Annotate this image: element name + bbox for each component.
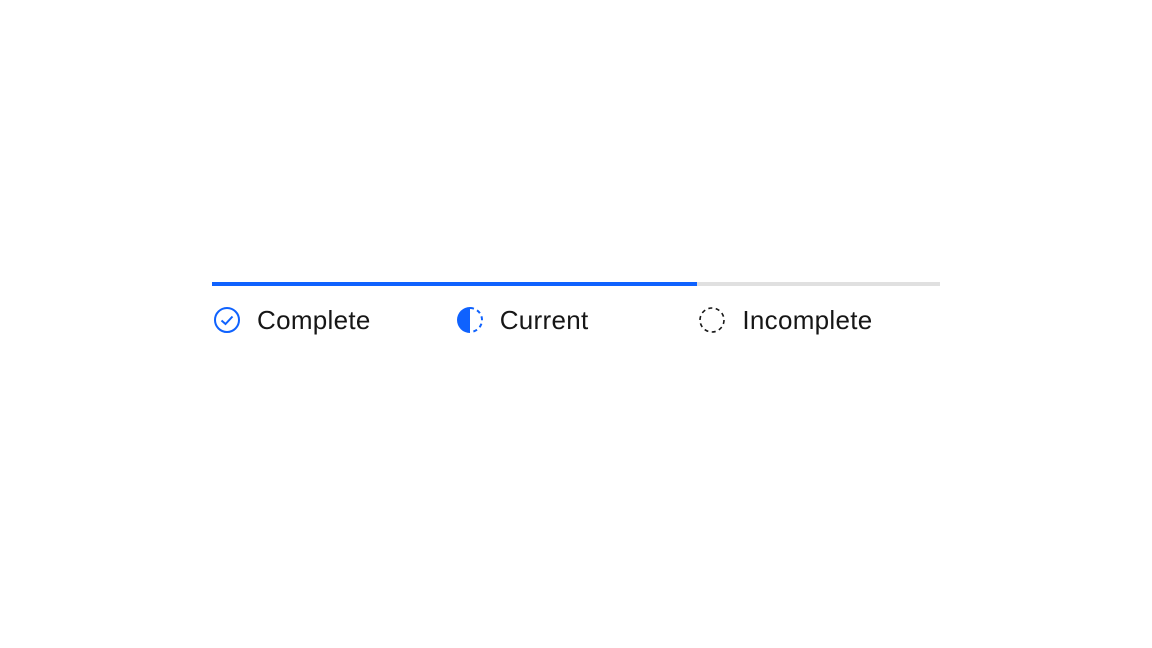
step-label: Current xyxy=(499,304,589,335)
checkmark-circle-icon xyxy=(214,307,240,333)
progress-indicator: Complete Current Incomplete xyxy=(212,282,941,354)
step-incomplete[interactable]: Incomplete xyxy=(697,282,941,354)
step-bar xyxy=(454,282,698,286)
half-circle-icon xyxy=(456,307,483,333)
step-label: Incomplete xyxy=(742,304,873,335)
step-bar xyxy=(212,282,455,286)
step-label: Complete xyxy=(257,304,371,335)
step-complete[interactable]: Complete xyxy=(212,282,455,354)
dashed-circle-icon xyxy=(699,307,726,333)
step-current[interactable]: Current xyxy=(454,282,698,354)
step-bar xyxy=(697,282,941,286)
